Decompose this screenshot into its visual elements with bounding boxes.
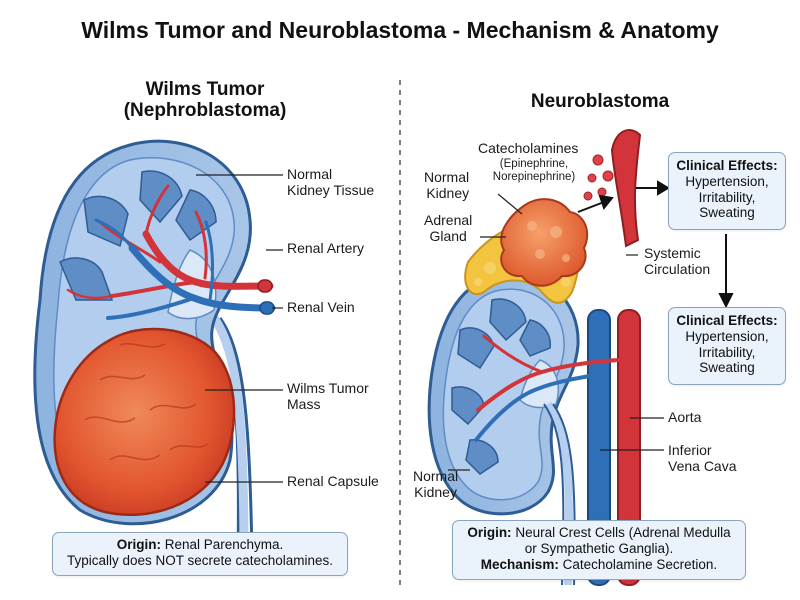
wilms-leader-lines — [196, 174, 283, 483]
label-aorta: Aorta — [668, 409, 702, 425]
label-wilms-tumor-mass-line2: Mass — [287, 395, 321, 412]
label-systemic-circulation-line1: Systemic — [644, 245, 701, 261]
effects-box-2-line3: Sweating — [699, 360, 755, 376]
label-renal-artery: Renal Artery — [287, 240, 365, 256]
wilms-origin-label: Origin: — [116, 537, 161, 552]
effects-box-1-title: Clinical Effects: — [676, 158, 778, 173]
label-catecholamines-sub-line1: (Epinephrine, — [499, 158, 569, 170]
label-renal-capsule: Renal Capsule — [287, 473, 379, 489]
neuro-mechanism-text: Catecholamine Secretion. — [562, 556, 718, 572]
wilms-heading: Wilms Tumor (Nephroblastoma) — [80, 79, 330, 122]
label-inferior-vena-cava-line2: Vena Cava — [668, 457, 737, 474]
wilms-origin-note: Typically does NOT secrete catecholamine… — [66, 552, 334, 568]
label-inferior-vena-cava: Inferior Vena Cava — [668, 442, 737, 474]
neuro-leader-lines — [448, 193, 664, 471]
wilms-origin-box: Origin: Renal Parenchyma. Typically does… — [52, 532, 348, 576]
label-systemic-circulation: Systemic Circulation — [644, 245, 711, 277]
effects-box-2-title: Clinical Effects: — [676, 313, 778, 328]
wilms-kidney — [33, 139, 276, 561]
effects-box-1-line2: Irritability, — [698, 189, 756, 205]
label-normal-kidney-tissue-line2: Kidney Tissue — [287, 181, 375, 198]
label-catecholamines-sub-line2: Norepinephrine) — [492, 170, 576, 183]
label-adrenal-gland-line2: Gland — [429, 227, 467, 244]
label-catecholamines: Catecholamines — [478, 140, 579, 156]
wilms-heading-line2: (Nephroblastoma) — [123, 100, 287, 122]
label-adrenal-gland: Adrenal Gland — [424, 212, 473, 244]
label-wilms-tumor-mass-line1: Wilms Tumor — [287, 380, 369, 396]
label-normal-kidney-bottom-line1: Normal — [413, 468, 459, 484]
page-title: Wilms Tumor and Neuroblastoma - Mechanis… — [81, 17, 719, 43]
label-normal-kidney-tissue-line1: Normal — [287, 166, 333, 182]
neuro-origin-text-line2: or Sympathetic Ganglia). — [524, 540, 674, 556]
label-normal-kidney-bottom: Normal Kidney — [413, 468, 459, 500]
effects-box-2-line2: Irritability, — [698, 344, 756, 360]
label-systemic-circulation-line2: Circulation — [644, 260, 711, 277]
wilms-origin-text: Renal Parenchyma. — [164, 537, 284, 552]
label-adrenal-gland-line1: Adrenal — [424, 212, 473, 228]
clinical-effects-box-1: Clinical Effects: Hypertension, Irritabi… — [668, 152, 786, 230]
label-normal-kidney-bottom-line2: Kidney — [414, 483, 457, 500]
effects-box-2-line1: Hypertension, — [685, 328, 769, 344]
label-normal-kidney-top-line1: Normal — [424, 169, 470, 185]
effects-box-1-line3: Sweating — [699, 205, 755, 221]
effects-box-1-line1: Hypertension, — [685, 173, 769, 189]
neuro-origin-box: Origin: Neural Crest Cells (Adrenal Medu… — [452, 520, 746, 580]
label-wilms-tumor-mass: Wilms Tumor Mass — [287, 380, 369, 412]
wilms-heading-line1: Wilms Tumor — [145, 79, 265, 100]
label-normal-kidney-top: Normal Kidney — [424, 169, 470, 201]
neuro-mechanism-label: Mechanism: — [480, 556, 559, 572]
neuro-origin-label: Origin: — [467, 525, 512, 540]
neuro-anatomy — [427, 129, 734, 586]
clinical-effects-box-2: Clinical Effects: Hypertension, Irritabi… — [668, 307, 786, 385]
neuro-origin-text: Neural Crest Cells (Adrenal Medulla — [515, 525, 731, 540]
label-normal-kidney-top-line2: Kidney — [426, 184, 470, 201]
label-catecholamines-sub: (Epinephrine, Norepinephrine) — [470, 158, 598, 184]
label-normal-kidney-tissue: Normal Kidney Tissue — [287, 166, 375, 198]
label-renal-vein: Renal Vein — [287, 299, 355, 315]
neuro-heading: Neuroblastoma — [530, 91, 670, 112]
label-inferior-vena-cava-line1: Inferior — [668, 442, 712, 458]
